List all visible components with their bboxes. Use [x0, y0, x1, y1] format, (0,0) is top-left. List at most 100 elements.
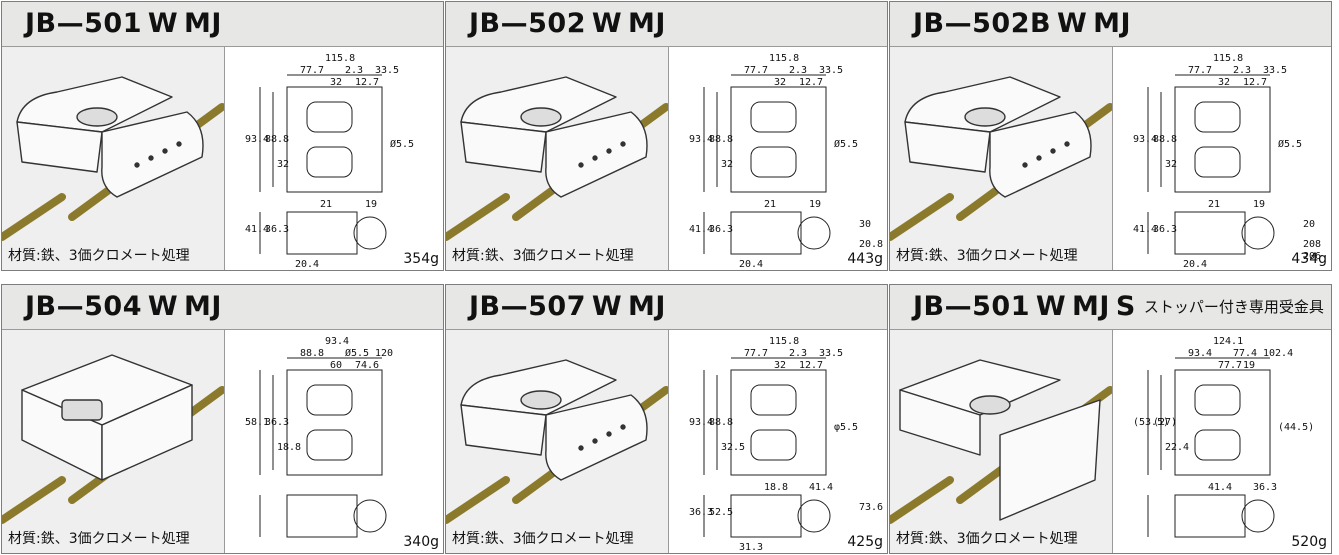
- dimension-label: 93.4: [1188, 348, 1212, 359]
- weight-label: 425g: [847, 534, 883, 550]
- dimension-label: 20.4: [295, 259, 319, 270]
- dimension-label: 36.3: [689, 507, 713, 518]
- dimension-label: 120: [375, 348, 393, 359]
- dimension-label: 102.4: [1263, 348, 1293, 359]
- material-label: 材質:鉄、3価クロメート処理: [452, 531, 634, 547]
- model-code: JB—502B W MJ: [913, 8, 1139, 39]
- panel-header: JB—507 W MJ: [446, 285, 887, 330]
- dimension-label: 32: [774, 77, 786, 88]
- dimension-label: 19: [809, 199, 821, 210]
- dimension-label: 93.4: [325, 336, 349, 347]
- model-number: JB—502 W MJ: [469, 8, 666, 39]
- model-code: JB—501 W MJ: [25, 8, 230, 39]
- dimension-label: 73.6: [859, 502, 883, 513]
- dimension-label: 52.5: [709, 507, 733, 518]
- model-number: JB—502B W MJ: [913, 8, 1132, 39]
- bracket-photo: [2, 76, 224, 241]
- dimension-label: 115.8: [769, 53, 799, 64]
- bracket-photo: [2, 354, 224, 524]
- bracket-photo: [890, 359, 1112, 524]
- dimension-label: (44.5): [1278, 422, 1314, 433]
- dimension-label: 32: [1218, 77, 1230, 88]
- dimension-label: 124.1: [1213, 336, 1243, 347]
- dimension-label: 41.4: [1133, 224, 1157, 235]
- dimension-label: 18.8: [764, 482, 788, 493]
- bracket-photo: [890, 76, 1112, 241]
- dimension-label: 77.7: [744, 65, 768, 76]
- dimension-label: 36.3: [265, 224, 289, 235]
- dimension-label: 41.4: [1208, 482, 1232, 493]
- dimension-label: 88.8: [300, 348, 324, 359]
- dimension-label: 93.4: [689, 417, 713, 428]
- dimension-label: 20.4: [1183, 259, 1207, 270]
- dimension-label: 115.8: [769, 336, 799, 347]
- dimension-label: 41.4: [809, 482, 833, 493]
- dimension-label: 88.8: [709, 134, 733, 145]
- dimension-label: 60: [330, 360, 342, 371]
- dimension-label: (27): [1153, 417, 1177, 428]
- dimension-label: 12.7: [1243, 77, 1267, 88]
- dimension-label: 93.4: [245, 134, 269, 145]
- dimension-label: 77.4: [1233, 348, 1257, 359]
- weight-label: 340g: [403, 534, 439, 550]
- bracket-photo: [446, 76, 668, 241]
- model-code: JB—504 W MJ: [25, 291, 230, 322]
- model-code: JB—502 W MJ: [469, 8, 674, 39]
- dimension-label: 32: [277, 159, 289, 170]
- bracket-photo: [446, 359, 668, 524]
- dimension-label: 88.8: [709, 417, 733, 428]
- dimension-label: 33.5: [819, 348, 843, 359]
- dimension-label: 58.1: [245, 417, 269, 428]
- dimension-label: 12.7: [799, 77, 823, 88]
- dimension-label: φ5.5: [834, 422, 858, 433]
- product-illustration: 材質:鉄、3価クロメート処理: [890, 47, 1113, 270]
- model-number: JB—504 W MJ: [25, 291, 222, 322]
- dimension-label: 206: [1303, 251, 1321, 262]
- material-label: 材質:鉄、3価クロメート処理: [8, 248, 190, 264]
- panel-header: JB—501 W MJ: [2, 2, 443, 47]
- dimension-label: 32: [1165, 159, 1177, 170]
- dimension-label: 74.6: [355, 360, 379, 371]
- dimension-label: 32.5: [721, 442, 745, 453]
- dimension-label: 21: [320, 199, 332, 210]
- panel-header: JB—502 W MJ: [446, 2, 887, 47]
- dimension-label: 12.7: [355, 77, 379, 88]
- dimension-label: 2.3: [1233, 65, 1251, 76]
- weight-label: 443g: [847, 251, 883, 267]
- dimension-label: 115.8: [1213, 53, 1243, 64]
- dimension-label: 36.3: [1153, 224, 1177, 235]
- dimension-label: (53.5): [1133, 417, 1169, 428]
- panel-header: JB—502B W MJ: [890, 2, 1331, 47]
- dimension-label: 2.3: [345, 65, 363, 76]
- panel-header: JB—504 W MJ: [2, 285, 443, 330]
- dimension-label: Ø5.5: [1278, 138, 1302, 150]
- dimension-label: 77.7: [744, 348, 768, 359]
- model-number: JB—501 W MJ: [25, 8, 222, 39]
- dimension-label: 36.3: [709, 224, 733, 235]
- dimension-label: 208: [1303, 239, 1321, 250]
- dimension-label: Ø5.5: [390, 138, 414, 150]
- material-label: 材質:鉄、3価クロメート処理: [452, 248, 634, 264]
- dimension-label: 88.8: [265, 134, 289, 145]
- product-illustration: 材質:鉄、3価クロメート処理: [2, 330, 225, 553]
- dimension-label: 88.8: [1153, 134, 1177, 145]
- dimension-label: 30: [859, 219, 871, 230]
- dimension-label: 93.4: [689, 134, 713, 145]
- dimension-label: 41.4: [689, 224, 713, 235]
- model-number: JB—507 W MJ: [469, 291, 666, 322]
